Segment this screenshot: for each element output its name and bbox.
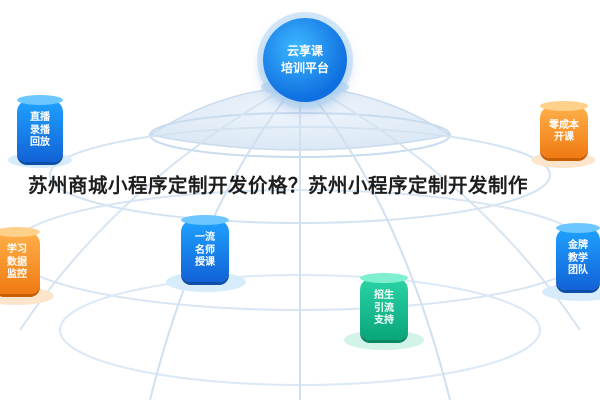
grid-meridian: [19, 79, 301, 331]
node-zero-cost-line: 开课: [554, 132, 574, 143]
tile-top: [540, 101, 588, 111]
node-live-line: 直播: [30, 112, 50, 124]
node-live: 直播 录播 回放: [17, 95, 63, 162]
node-zero-cost-line: 零成本: [549, 119, 579, 131]
grid-meridian: [299, 79, 451, 400]
node-top-teachers-line: 一流: [195, 232, 215, 244]
node-learning-data-line: 监控: [7, 269, 27, 281]
node-learning-data: 学习 数据 监控: [0, 227, 40, 294]
tile-top: [17, 95, 63, 105]
tile-top: [556, 223, 600, 233]
node-zero-cost: 零成本 开课: [540, 101, 588, 158]
node-gold-team-line: 金牌: [568, 240, 588, 252]
hub-badge: 云享课 培训平台: [263, 18, 347, 102]
node-enrollment-line: 招生: [374, 290, 394, 302]
node-enrollment: 招生 引流 支持: [360, 273, 408, 340]
node-learning-data-line: 数据: [7, 256, 27, 268]
tile-top: [0, 227, 40, 237]
node-gold-team: 金牌 教学 团队: [556, 223, 600, 290]
hub-line-2: 培训平台: [280, 61, 329, 75]
node-live-line: 录播: [30, 124, 50, 136]
headline-title: 苏州商城小程序定制开发价格？苏州小程序定制开发制作: [28, 174, 529, 197]
node-top-teachers-line: 名师: [195, 244, 215, 256]
node-gold-team-line: 团队: [568, 265, 588, 277]
node-learning-data-line: 学习: [7, 244, 27, 256]
node-top-teachers: 一流 名师 授课: [181, 215, 229, 282]
node-enrollment-line: 支持: [374, 315, 394, 327]
tile-top: [360, 273, 408, 283]
node-gold-team-line: 教学: [568, 252, 588, 264]
tile-top: [181, 215, 229, 225]
node-live-line: 回放: [30, 137, 50, 149]
node-top-teachers-line: 授课: [195, 257, 215, 269]
hub-line-1: 云享课: [286, 43, 323, 58]
node-enrollment-line: 引流: [374, 302, 394, 314]
